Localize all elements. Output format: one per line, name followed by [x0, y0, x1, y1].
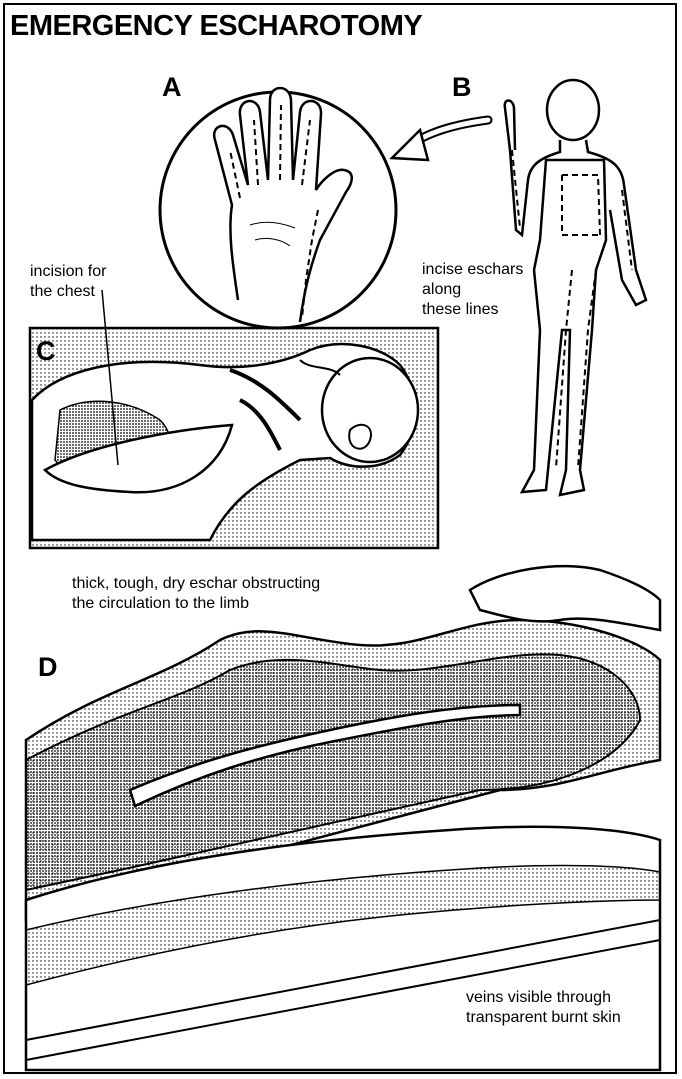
caption-line: these lines — [422, 300, 523, 320]
caption-line: transparent burnt skin — [466, 1008, 621, 1028]
caption-line: along — [422, 280, 523, 300]
caption-line: the circulation to the limb — [72, 594, 320, 614]
panel-label-b: B — [452, 72, 472, 103]
caption-line: veins visible through — [466, 988, 621, 1008]
page-title: EMERGENCY ESCHAROTOMY — [10, 10, 422, 43]
caption-chest-incision: incision for the chest — [30, 262, 106, 302]
caption-veins-visible: veins visible through transparent burnt … — [466, 988, 621, 1028]
caption-line: incise eschars — [422, 260, 523, 280]
child-figure-illustration — [505, 80, 646, 495]
caption-line: thick, tough, dry eschar obstructing — [72, 574, 320, 594]
hand-illustration — [160, 88, 396, 328]
caption-incise-eschars: incise eschars along these lines — [422, 260, 523, 320]
panel-label-c: C — [36, 336, 56, 367]
caption-line: incision for — [30, 262, 106, 282]
patient-chest-illustration — [30, 328, 438, 548]
caption-thick-eschar: thick, tough, dry eschar obstructing the… — [72, 574, 320, 614]
panel-label-d: D — [38, 652, 58, 683]
caption-line: the chest — [30, 282, 106, 302]
panel-label-a: A — [162, 72, 182, 103]
